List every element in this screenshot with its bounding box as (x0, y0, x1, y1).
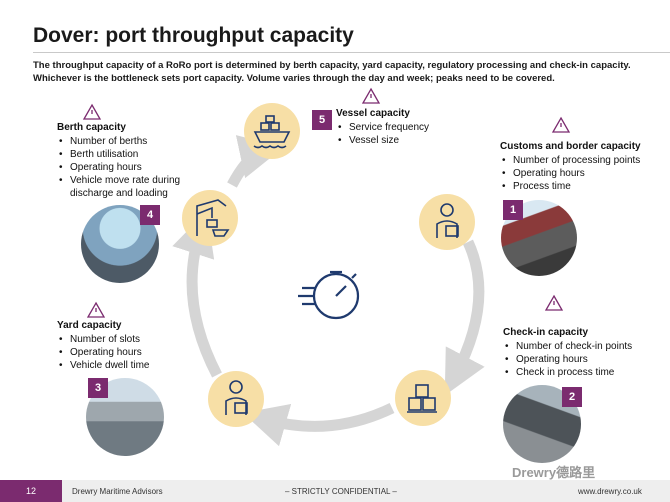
title-divider (33, 52, 670, 53)
step-number: 3 (88, 378, 108, 398)
warning-icon (361, 87, 381, 104)
warning-icon (551, 116, 571, 133)
list-item: Vehicle dwell time (57, 359, 187, 372)
step-customs: Customs and border capacity Number of pr… (500, 140, 668, 193)
node-yard (208, 371, 264, 427)
website-link: www.drewry.co.uk (578, 487, 642, 496)
step-heading: Yard capacity (57, 320, 122, 331)
list-item: Service frequency (336, 121, 476, 134)
confidentiality-label: – STRICTLY CONFIDENTIAL – (285, 487, 397, 496)
node-berth (182, 190, 238, 246)
list-item: Number of berths (57, 135, 187, 148)
list-item: Vehicle move rate during discharge and l… (57, 174, 187, 200)
arrow-arc-3-to-4 (172, 211, 222, 378)
warning-icon (86, 301, 106, 318)
step-number: 1 (503, 200, 523, 220)
list-item: Operating hours (500, 167, 668, 180)
list-item: Operating hours (57, 346, 187, 359)
step-vessel: Vessel capacity Service frequency Vessel… (336, 107, 476, 147)
step-berth: Berth capacity Number of berths Berth ut… (57, 121, 187, 200)
arrow-arc-4-to-5 (227, 135, 284, 188)
list-item: Vessel size (336, 134, 476, 147)
step-number: 2 (562, 387, 582, 407)
ship-icon (253, 115, 291, 149)
officer-icon (436, 203, 459, 238)
stopwatch-icon (298, 270, 360, 320)
intro-text: The throughput capacity of a RoRo port i… (33, 60, 631, 84)
page-title: Dover: port throughput capacity (33, 24, 354, 47)
list-item: Operating hours (503, 353, 668, 366)
step-number: 5 (312, 110, 332, 130)
step-heading: Vessel capacity (336, 108, 410, 119)
step-heading: Berth capacity (57, 122, 126, 133)
list-item: Number of processing points (500, 154, 668, 167)
step-yard: Yard capacity Number of slots Operating … (57, 319, 187, 372)
list-item: Number of check-in points (503, 340, 668, 353)
company-name: Drewry Maritime Advisors (72, 487, 163, 496)
arrow-arc-2-to-3 (242, 403, 395, 447)
page-number: 12 (0, 480, 62, 502)
list-item: Process time (500, 180, 668, 193)
boxes-icon (407, 384, 437, 413)
warning-icon (544, 294, 564, 311)
footer: 12 Drewry Maritime Advisors – STRICTLY C… (0, 480, 670, 502)
list-item: Check in process time (503, 366, 668, 379)
step-number: 4 (140, 205, 160, 225)
arrow-arc-1-to-2 (444, 239, 485, 396)
list-item: Number of slots (57, 333, 187, 346)
step-checkin: Check-in capacity Number of check-in poi… (503, 326, 668, 379)
node-vessel (244, 103, 300, 159)
list-item: Operating hours (57, 161, 187, 174)
watermark: Drewry德路里 (512, 465, 596, 480)
warning-icon (82, 103, 102, 120)
step-heading: Check-in capacity (503, 327, 589, 338)
crane-icon (196, 199, 230, 237)
node-customs (419, 194, 475, 250)
step-heading: Customs and border capacity (500, 141, 641, 152)
worker-icon (225, 380, 248, 415)
list-item: Berth utilisation (57, 148, 187, 161)
